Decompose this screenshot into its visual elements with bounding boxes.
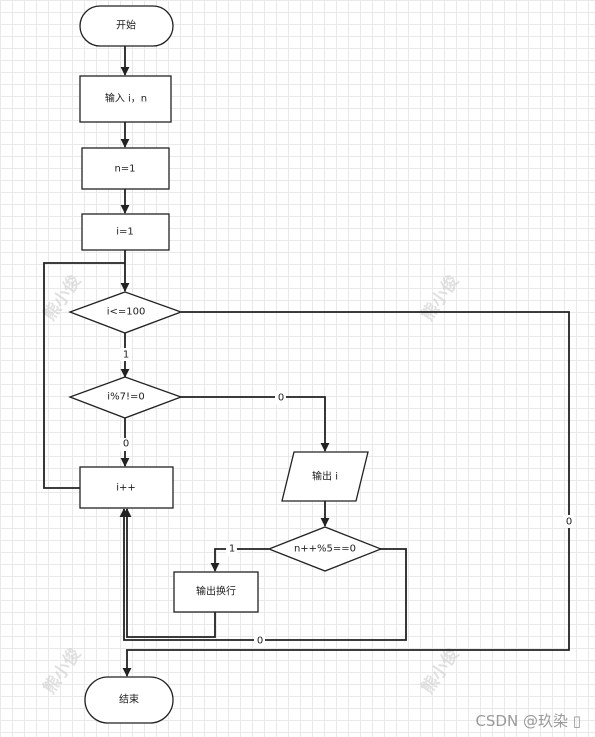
node-start-label: 开始 <box>116 19 136 32</box>
node-cond-mod5: n++%5==0 <box>267 526 383 572</box>
node-cond-mod7: i%7!=0 <box>68 376 183 419</box>
edge-label-mod5-true: 1 <box>226 543 237 556</box>
footer-credit: CSDN @玖染 ▯ <box>475 712 581 730</box>
svg-text:0: 0 <box>566 517 572 528</box>
node-end-label: 结束 <box>119 693 139 706</box>
node-input-label: 输入 i，n <box>105 92 147 105</box>
node-output-i: 输出 i <box>281 451 369 502</box>
node-start: 开始 <box>79 5 174 47</box>
edge-newline-increment <box>122 508 216 638</box>
svg-text:1: 1 <box>229 544 235 555</box>
node-n-init: n=1 <box>81 147 170 190</box>
node-cond-mod5-label: n++%5==0 <box>294 544 356 555</box>
node-end: 结束 <box>84 676 174 724</box>
edge-mod7-output <box>180 396 330 452</box>
node-cond-loop: i<=100 <box>68 291 183 334</box>
edges <box>43 46 570 677</box>
node-i-init: i=1 <box>81 213 170 251</box>
node-n-init-label: n=1 <box>114 164 135 175</box>
edge-label-mod7-true: 0 <box>120 438 131 451</box>
node-cond-loop-label: i<=100 <box>107 307 146 318</box>
edge-label-loop-true: 1 <box>120 348 131 361</box>
watermark: 熊小俊 <box>39 271 85 325</box>
edge-label-mod5-false: 0 <box>254 634 265 647</box>
node-output-i-label: 输出 i <box>312 470 338 483</box>
edge-mod5-increment <box>119 508 407 641</box>
edge-mod5-newline <box>210 548 269 572</box>
edge-loop-end <box>122 311 570 677</box>
svg-text:0: 0 <box>278 393 284 404</box>
node-cond-mod7-label: i%7!=0 <box>107 392 144 403</box>
node-output-newline-label: 输出换行 <box>196 585 236 598</box>
edge-increment-back <box>43 262 125 489</box>
watermark: 熊小俊 <box>417 271 463 325</box>
svg-text:0: 0 <box>123 439 129 450</box>
node-increment: i++ <box>79 466 174 509</box>
svg-text:1: 1 <box>123 350 129 361</box>
svg-text:0: 0 <box>257 636 263 647</box>
node-input: 输入 i，n <box>79 75 172 123</box>
node-output-newline: 输出换行 <box>173 571 259 613</box>
watermark: 熊小俊 <box>39 644 85 698</box>
edge-label-loop-false: 0 <box>563 515 574 528</box>
edge-label-mod7-false: 0 <box>275 391 286 404</box>
node-i-init-label: i=1 <box>116 227 134 238</box>
watermark: 熊小俊 <box>417 644 463 698</box>
node-increment-label: i++ <box>116 483 136 494</box>
